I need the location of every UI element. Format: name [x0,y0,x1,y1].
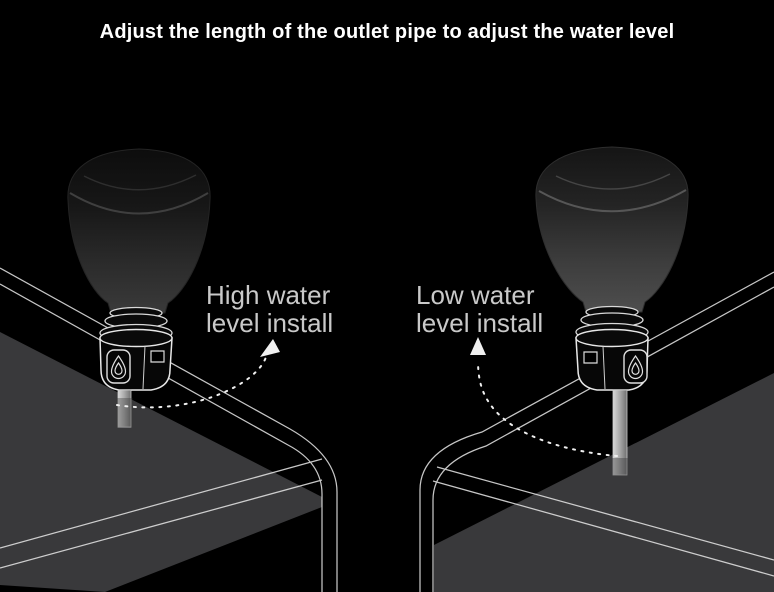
figure-low-water-install [419,146,774,592]
water-drop-icon [110,354,127,380]
label-high-water-line2: level install [206,308,334,338]
arrowhead-left [260,339,280,357]
arrowhead-right [470,337,486,355]
label-high-water-line1: High water [206,280,331,310]
label-high-water-install: High water level install [206,281,333,337]
outlet-pipe-right [611,389,629,476]
bottle-left [67,148,211,314]
label-low-water-line1: Low water [416,280,535,310]
valve-left [99,328,173,391]
water-surface-right [434,373,774,592]
outlet-pipe-left [116,389,133,428]
drop-badge-right [623,349,648,384]
label-low-water-line2: level install [416,308,544,338]
water-drop-icon [627,354,644,380]
label-low-water-install: Low water level install [416,281,543,337]
drop-badge-left [106,349,131,384]
valve-right [575,328,649,391]
bottle-right [535,146,689,313]
figure-high-water-install [0,148,338,592]
dashed-arrow-left [116,339,280,409]
tank-outline-right [419,271,774,592]
clamp-tab-right [583,351,598,364]
tank-outline-left [0,267,338,592]
water-surface-left [0,332,322,592]
page-title: Adjust the length of the outlet pipe to … [99,21,675,43]
clamp-tab-left [150,350,165,363]
dashed-arrow-right [470,337,618,457]
